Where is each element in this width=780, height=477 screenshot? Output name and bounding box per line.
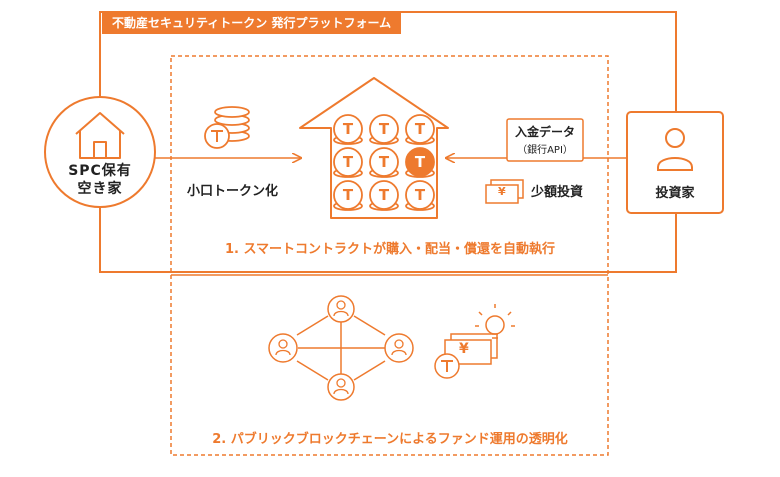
investor-label: 投資家 <box>655 186 695 201</box>
network-node-person-body <box>275 349 291 356</box>
svg-text:T: T <box>415 153 426 171</box>
deposit-data-box <box>506 118 584 162</box>
token-house-outline <box>299 77 449 219</box>
person-icon <box>657 128 693 171</box>
svg-text:T: T <box>379 186 390 204</box>
svg-text:T: T <box>379 153 390 171</box>
network-node-person-body <box>333 310 349 317</box>
small-investment-label: 少額投資 <box>531 185 584 200</box>
svg-text:T: T <box>415 120 426 138</box>
network-person-marks <box>275 300 407 395</box>
token-coin: T <box>369 114 399 145</box>
network-node-person-head <box>336 300 346 310</box>
money-idea-icon <box>434 304 515 379</box>
investor-box <box>626 111 724 214</box>
tokenization-label: 小口トークン化 <box>187 184 279 199</box>
token-coin: T <box>333 147 363 178</box>
svg-text:T: T <box>343 120 354 138</box>
spc-label-line1: SPC保有 <box>68 163 132 179</box>
cash-icon <box>485 179 524 204</box>
token-coin: T <box>333 180 363 211</box>
token-coin: T <box>333 114 363 145</box>
coin-stack-token-mark <box>211 130 223 142</box>
token-coin: T <box>369 180 399 211</box>
svg-text:T: T <box>379 120 390 138</box>
network-node-person-body <box>391 349 407 356</box>
network-node-person-head <box>278 339 288 349</box>
network-node-person-body <box>333 388 349 395</box>
token-coin: T <box>405 114 435 145</box>
spc-label-line2: 空き家 <box>77 181 123 197</box>
network-node-person-head <box>394 339 404 349</box>
platform-label: 不動産セキュリティトークン 発行プラットフォーム <box>102 12 402 34</box>
deposit-label-line1: 入金データ <box>514 125 576 139</box>
token-coin: T <box>369 147 399 178</box>
network-node-person-head <box>336 378 346 388</box>
svg-text:T: T <box>343 153 354 171</box>
step1-label: 1. スマートコントラクトが購入・配当・償還を自動執行 <box>224 242 556 257</box>
money-yen-mark: ¥ <box>459 341 469 357</box>
svg-text:T: T <box>343 186 354 204</box>
spc-circle <box>44 96 156 208</box>
token-coin: T <box>405 147 435 178</box>
step2-label: 2. パブリックブロックチェーンによるファンド運用の透明化 <box>212 432 568 447</box>
deposit-label-line2: （銀行API） <box>517 145 573 156</box>
coin-stack-icon <box>204 106 250 149</box>
house-icon <box>75 112 125 159</box>
system-dashed-box <box>170 55 609 456</box>
cash-yen-mark: ¥ <box>498 185 506 198</box>
token-coin: T <box>405 180 435 211</box>
svg-text:T: T <box>415 186 426 204</box>
